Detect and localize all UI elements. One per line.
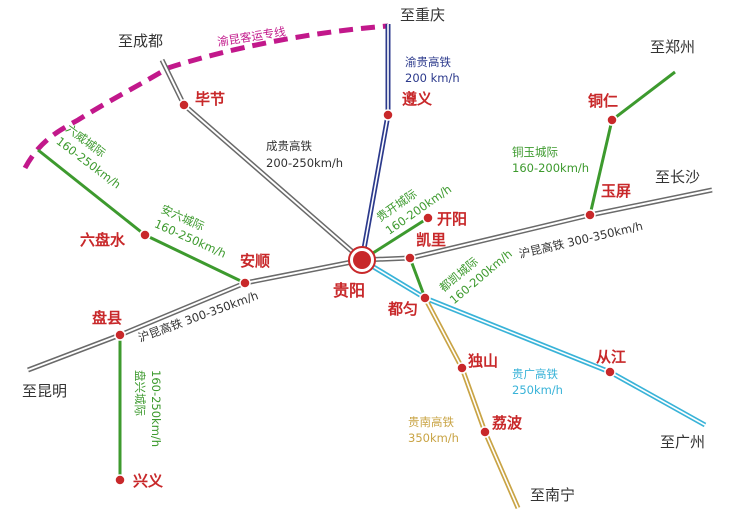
station-panxian [114, 329, 126, 341]
station-xingyi [114, 474, 126, 486]
station-libo [479, 426, 491, 438]
label-chenggui-speed: 200-250km/h [266, 156, 343, 170]
dest-guangzhou: 至广州 [660, 433, 705, 451]
city-yuping: 玉屏 [601, 182, 631, 200]
label-guinan-name: 贵南高铁 [408, 415, 454, 429]
station-kaiyang [422, 212, 434, 224]
city-tongren: 铜仁 [588, 92, 618, 110]
city-zunyi: 遵义 [402, 90, 432, 108]
station-congjiang [604, 366, 616, 378]
city-guiyang: 贵阳 [333, 281, 365, 300]
station-duyun [419, 292, 431, 304]
city-libo: 荔波 [492, 414, 523, 432]
station-dushan [456, 362, 468, 374]
station-tongren [606, 114, 618, 126]
station-bijie [178, 99, 190, 111]
label-tongyu-name: 铜玉城际 [512, 145, 558, 159]
city-anshun: 安顺 [240, 252, 270, 270]
duli-line [408, 257, 427, 299]
label-yugui-name: 渝贵高铁 [405, 55, 451, 69]
label-panxing-name: 盘兴城际 [133, 370, 147, 416]
label-guinan-speed: 350km/h [408, 431, 459, 445]
label-panxing-speed: 160-250km/h [149, 370, 163, 447]
dest-zhengzhou: 至郑州 [650, 38, 695, 56]
dest-nanning: 至南宁 [530, 486, 575, 504]
label-guiguang-name: 贵广高铁 [512, 367, 558, 381]
city-dushan: 独山 [468, 352, 498, 370]
station-anshun [239, 277, 251, 289]
liuwei-line [37, 148, 146, 237]
station-yuping [584, 209, 596, 221]
label-guiguang-speed: 250km/h [512, 383, 563, 397]
station-liupanshui [139, 229, 151, 241]
station-guiyang [353, 251, 371, 269]
dedicated-line [22, 23, 389, 170]
city-kaiyang: 开阳 [437, 210, 467, 228]
dest-chengdu: 至成都 [118, 32, 163, 50]
station-kaili [404, 252, 416, 264]
guiguang-line [360, 257, 707, 428]
dest-changsha: 至长沙 [655, 168, 700, 186]
guinan-line [422, 296, 521, 509]
label-tongyu-speed: 160-200km/h [512, 161, 589, 175]
city-panxian: 盘县 [92, 309, 122, 327]
city-kaili: 凯里 [416, 231, 446, 249]
dest-kunming: 至昆明 [22, 382, 67, 400]
label-dedicated: 渝昆客运专线 [216, 24, 287, 49]
station-zunyi [382, 109, 394, 121]
dest-chongqing: 至重庆 [400, 6, 445, 24]
label-yugui-speed: 200 km/h [405, 71, 460, 85]
city-bijie: 毕节 [195, 90, 225, 108]
anliu-line [144, 233, 246, 285]
city-liupanshui: 六盘水 [80, 231, 126, 249]
label-chenggui-name: 成贵高铁 [266, 139, 312, 153]
city-xingyi: 兴义 [133, 472, 163, 490]
label-huikun-west: 沪昆高铁 300-350km/h [136, 288, 260, 345]
city-congjiang: 从江 [596, 348, 626, 366]
label-huikun-east: 沪昆高铁 300-350km/h [518, 219, 645, 261]
city-duyun: 都匀 [387, 300, 418, 318]
stations [114, 99, 618, 486]
